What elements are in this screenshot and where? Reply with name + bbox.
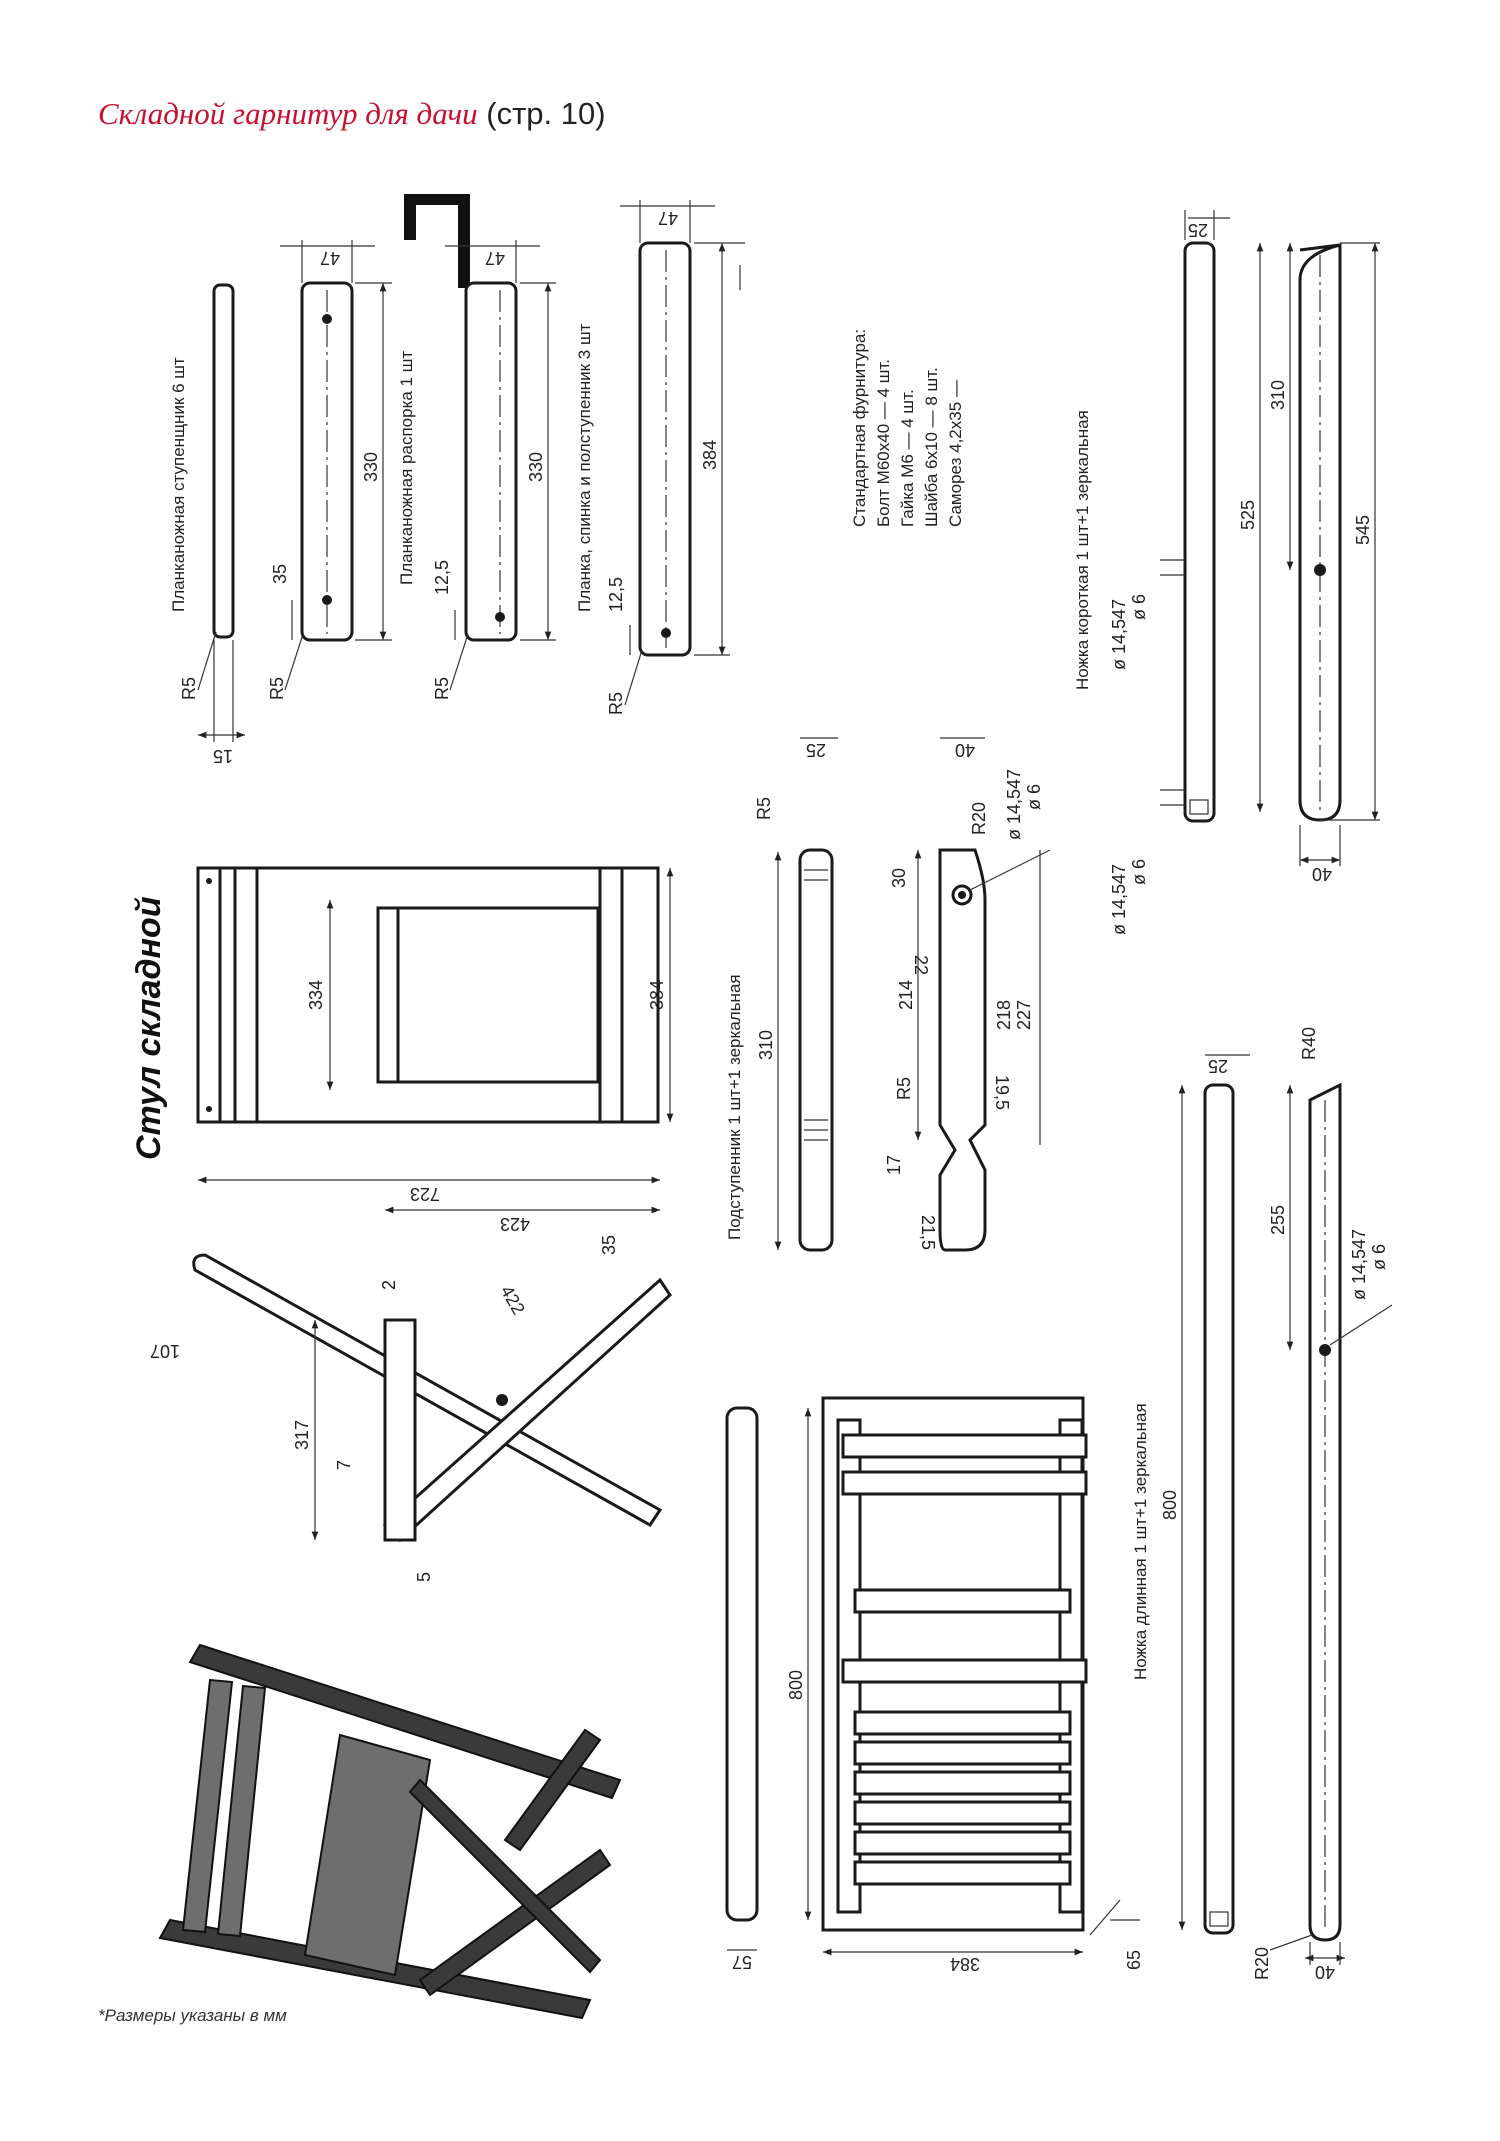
section-title: Стул складной xyxy=(130,896,168,1160)
podstup-side-30: 30 xyxy=(889,868,909,888)
podstup-length: 310 xyxy=(756,1030,776,1060)
podstup-side-218: 218 xyxy=(994,1000,1014,1030)
side-2: 2 xyxy=(379,1280,399,1290)
rasporka-length: 330 xyxy=(361,452,381,482)
long-leg-thickness: 25 xyxy=(1208,1056,1228,1076)
title-page-ref: (стр. 10) xyxy=(486,96,606,131)
stupenshnik-label: Планканожная ступенщник 6 шт xyxy=(169,357,188,612)
side-5: 5 xyxy=(414,1572,434,1582)
rasporka-label: Планканожная распорка 1 шт xyxy=(397,351,416,585)
podstup-side-214: 214 xyxy=(896,980,916,1010)
iso-view xyxy=(158,1643,622,2020)
spinka-length: 384 xyxy=(700,440,720,470)
podstup-side-215: 21,5 xyxy=(918,1215,938,1250)
long-leg-r40: R40 xyxy=(1299,1027,1319,1060)
spinka-label: Планка, спинка и полступенник 3 шт xyxy=(575,323,594,612)
side-107: 107 xyxy=(150,1341,180,1361)
hardware-list: Стандартная фурнитура: Болт М60х40 — 4 ш… xyxy=(850,329,965,527)
back-384: 384 xyxy=(950,1954,980,1974)
hardware-title: Стандартная фурнитура: xyxy=(850,329,869,527)
podstup-radius: R5 xyxy=(754,797,774,820)
long-leg-r20: R20 xyxy=(1252,1947,1272,1980)
long-leg-hole-d1: ø 14,547 xyxy=(1349,1229,1369,1300)
part-planka-330: 47 330 12,5 R5 xyxy=(404,194,556,700)
side-view: 723 423 35 422 107 2 317 7 5 xyxy=(150,1176,672,1582)
frame-view: 334 384 xyxy=(196,866,674,1124)
back-57: 57 xyxy=(732,1952,752,1972)
hardware-item-nut: Гайка М6 — 4 шт. xyxy=(898,389,917,527)
hardware-item-screw: Саморез 4,2х35 — xyxy=(946,380,965,527)
rasporka-width: 47 xyxy=(320,248,340,268)
frame-334: 334 xyxy=(306,980,326,1010)
side-423: 423 xyxy=(500,1214,530,1234)
part-stupenshnik: R5 15 Планканожная ступенщник 6 шт xyxy=(169,283,245,766)
spinka-hole-offset: 12,5 xyxy=(606,577,626,612)
podstup-side-width: 40 xyxy=(955,740,975,760)
page-title: Складной гарнитур для дачи (стр. 10) xyxy=(98,96,606,132)
spinka-width: 47 xyxy=(658,208,678,228)
short-leg-310: 310 xyxy=(1268,380,1288,410)
hardware-item-bolt: Болт М60х40 — 4 шт. xyxy=(874,359,893,527)
podstup-label: Подступенник 1 шт+1 зеркальная xyxy=(725,974,744,1240)
stupenshnik-width: 15 xyxy=(213,746,233,766)
back-view: 800 57 384 65 xyxy=(725,1396,1144,1974)
hardware-item-washer: Шайба 6х10 — 8 шт. xyxy=(922,367,941,527)
podstup-side-hole-d1: ø 14,547 xyxy=(1004,769,1024,840)
footnote: *Размеры указаны в мм xyxy=(98,2006,287,2025)
planka330-length: 330 xyxy=(526,452,546,482)
podstup-thickness: 25 xyxy=(806,740,826,760)
back-800: 800 xyxy=(786,1670,806,1700)
part-nozhka-dlinnaya: 25 R40 255 ø 14,547 ø 6 800 40 R20 Ножка… xyxy=(1131,1027,1393,1982)
side-7: 7 xyxy=(334,1460,354,1470)
side-317: 317 xyxy=(292,1420,312,1450)
rasporka-hole-offset: 35 xyxy=(270,564,290,584)
long-leg-width: 40 xyxy=(1315,1962,1335,1982)
side-723: 723 xyxy=(410,1184,440,1204)
title-main: Складной гарнитур для дачи xyxy=(98,96,478,131)
part-podstupennik: 25 R5 310 Подступенник 1 шт+1 зеркальная… xyxy=(725,737,1051,1252)
short-leg-hole-d1-b: ø 14,547 xyxy=(1109,864,1129,935)
part-nozhka-korotkaya: 25 525 310 545 40 ø 14,547 ø 6 ø 14,547 … xyxy=(1073,210,1380,935)
long-leg-800: 800 xyxy=(1160,1490,1180,1520)
short-leg-thickness: 25 xyxy=(1188,220,1208,240)
podstup-side-195: 19,5 xyxy=(992,1075,1012,1110)
short-leg-width: 40 xyxy=(1312,864,1332,884)
side-35: 35 xyxy=(599,1235,619,1255)
rasporka-radius: R5 xyxy=(267,677,287,700)
podstup-side-17: 17 xyxy=(884,1155,904,1175)
podstup-side-227: 227 xyxy=(1014,1000,1034,1030)
side-422: 422 xyxy=(497,1282,529,1318)
podstup-side-r20: R20 xyxy=(969,802,989,835)
podstup-side-hole-d2: ø 6 xyxy=(1024,784,1044,810)
planka330-width: 47 xyxy=(485,248,505,268)
short-leg-545: 545 xyxy=(1353,515,1373,545)
short-leg-525: 525 xyxy=(1238,500,1258,530)
short-leg-hole-d1: ø 14,547 xyxy=(1109,599,1129,670)
podstup-side-22: 22 xyxy=(911,955,931,975)
long-leg-label: Ножка длинная 1 шт+1 зеркальная xyxy=(1131,1403,1150,1680)
planka330-hole-offset: 12,5 xyxy=(432,560,452,595)
part-planka-spinka: 47 384 12,5 R5 Планка, спинка и полступе… xyxy=(575,200,745,715)
long-leg-255: 255 xyxy=(1268,1205,1288,1235)
short-leg-label: Ножка короткая 1 шт+1 зеркальная xyxy=(1073,410,1092,690)
long-leg-hole-d2: ø 6 xyxy=(1369,1244,1389,1270)
short-leg-hole-d2-b: ø 6 xyxy=(1129,859,1149,885)
part-rasporka: 47 330 35 R5 Планканожная распорка 1 шт xyxy=(267,240,416,700)
frame-384: 384 xyxy=(647,980,667,1010)
planka330-radius: R5 xyxy=(432,677,452,700)
back-65: 65 xyxy=(1124,1950,1144,1970)
podstup-side-r5: R5 xyxy=(894,1077,914,1100)
short-leg-hole-d2: ø 6 xyxy=(1129,594,1149,620)
stupenshnik-radius: R5 xyxy=(179,677,199,700)
spinka-radius: R5 xyxy=(606,692,626,715)
